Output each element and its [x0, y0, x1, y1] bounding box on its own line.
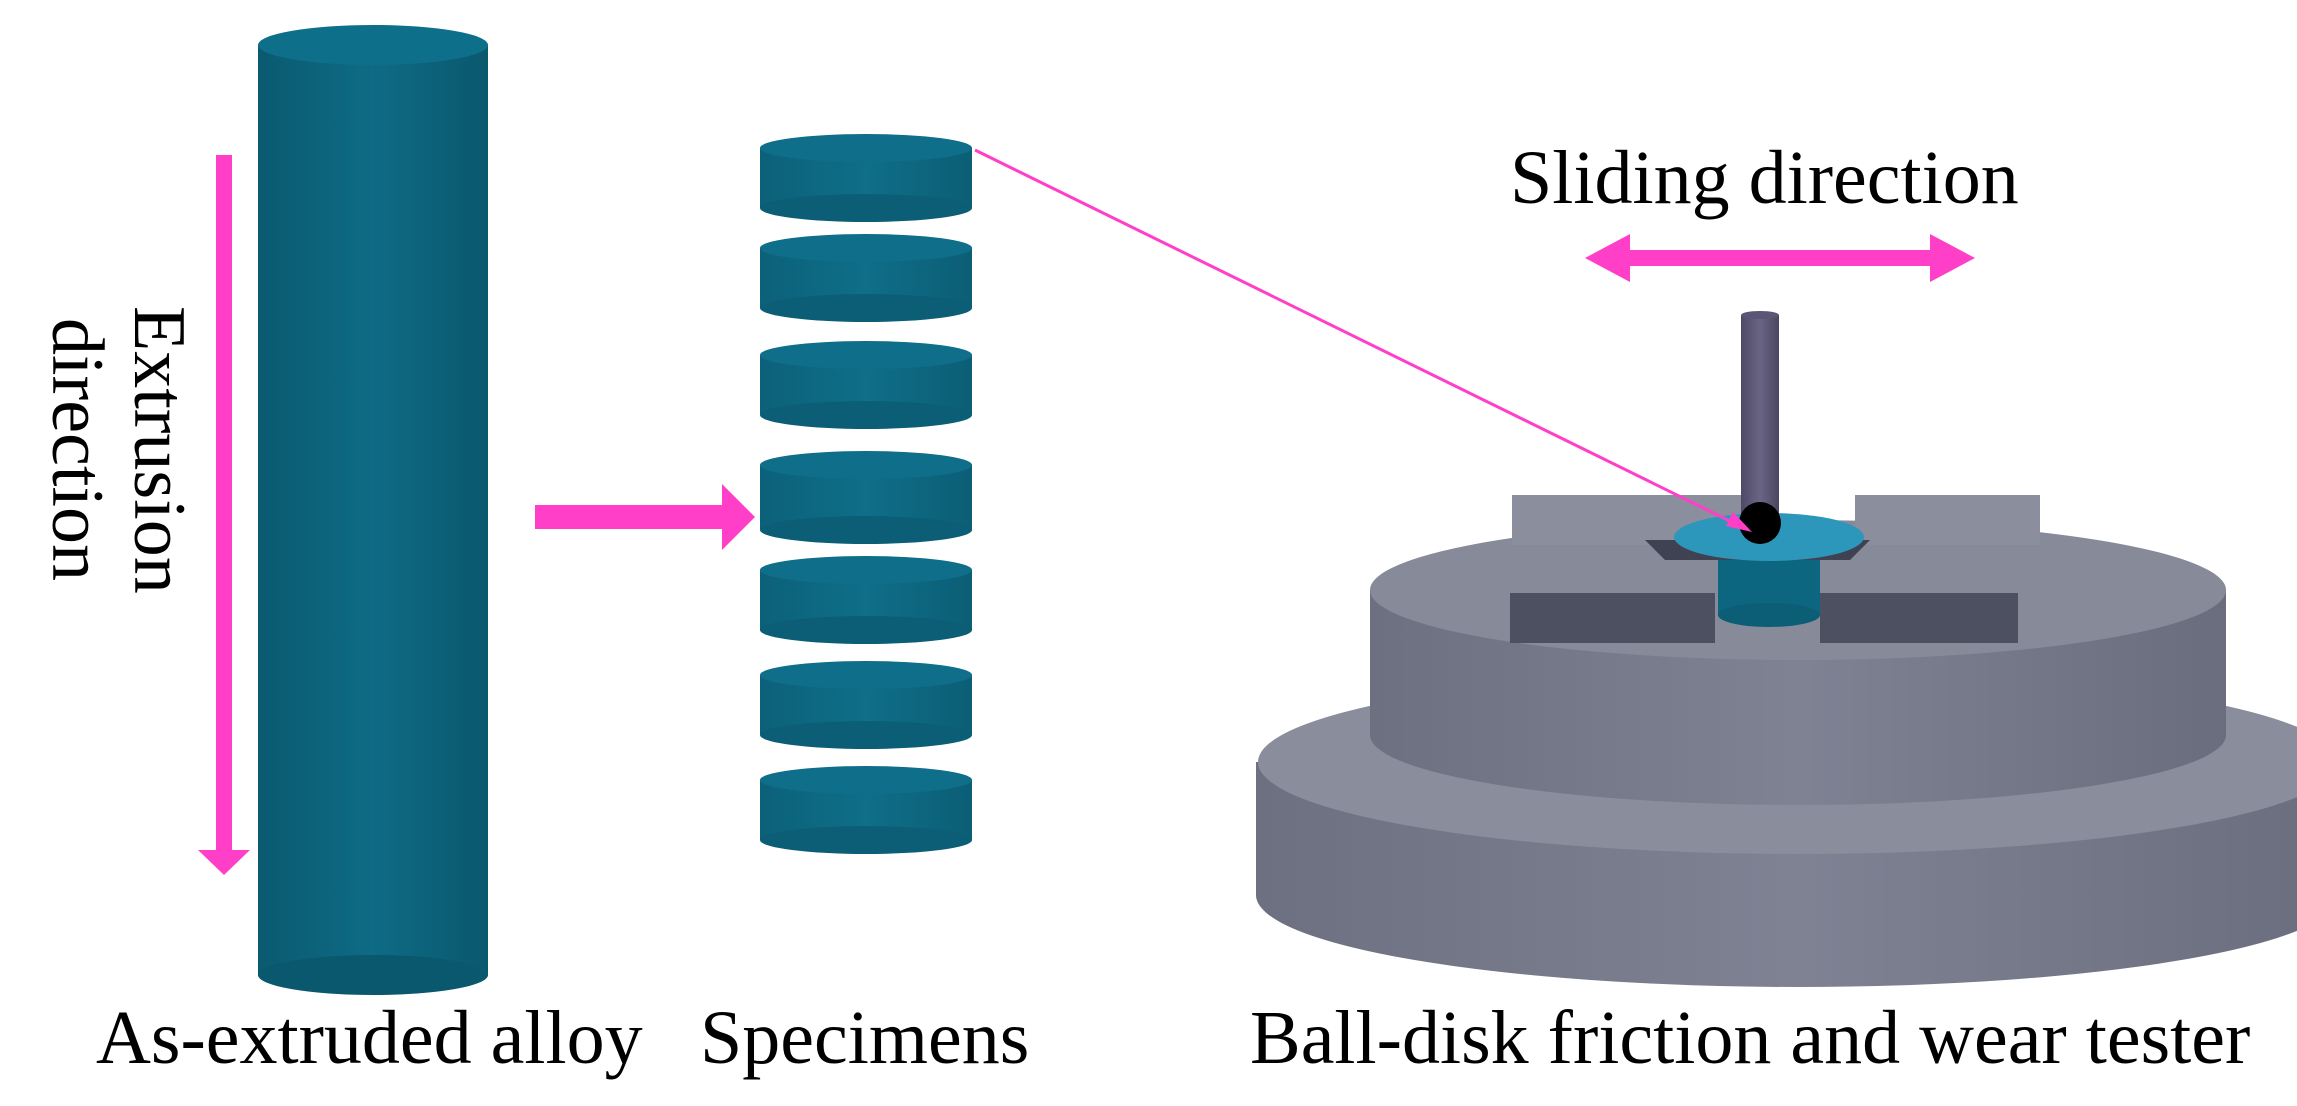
specimen-disk — [760, 451, 972, 544]
specimen-disk — [760, 766, 972, 854]
extruded-alloy-cylinder — [258, 25, 488, 995]
ball-pin — [1739, 311, 1781, 544]
specimen-disk — [760, 234, 972, 322]
tester-label: Ball-disk friction and wear tester — [1250, 996, 2251, 1080]
specimen-disk — [760, 661, 972, 749]
specimen-pointer-line — [974, 148, 1752, 532]
specimen-disk — [760, 341, 972, 429]
extrusion-direction-label: Extrusion direction — [36, 306, 200, 594]
specimen-disk — [760, 556, 972, 644]
sliding-direction-label: Sliding direction — [1510, 136, 2019, 220]
specimen-disk — [760, 134, 972, 222]
as-extruded-alloy-label: As-extruded alloy — [96, 996, 643, 1080]
specimen-stack — [760, 134, 972, 854]
friction-wear-tester — [1256, 311, 2297, 987]
process-arrow — [535, 484, 755, 550]
specimen-holder — [1718, 560, 1820, 627]
ball-icon — [1739, 502, 1781, 544]
specimens-label: Specimens — [700, 996, 1030, 1080]
sliding-direction-arrow — [1585, 234, 1975, 282]
extrusion-direction-arrow — [198, 155, 250, 875]
